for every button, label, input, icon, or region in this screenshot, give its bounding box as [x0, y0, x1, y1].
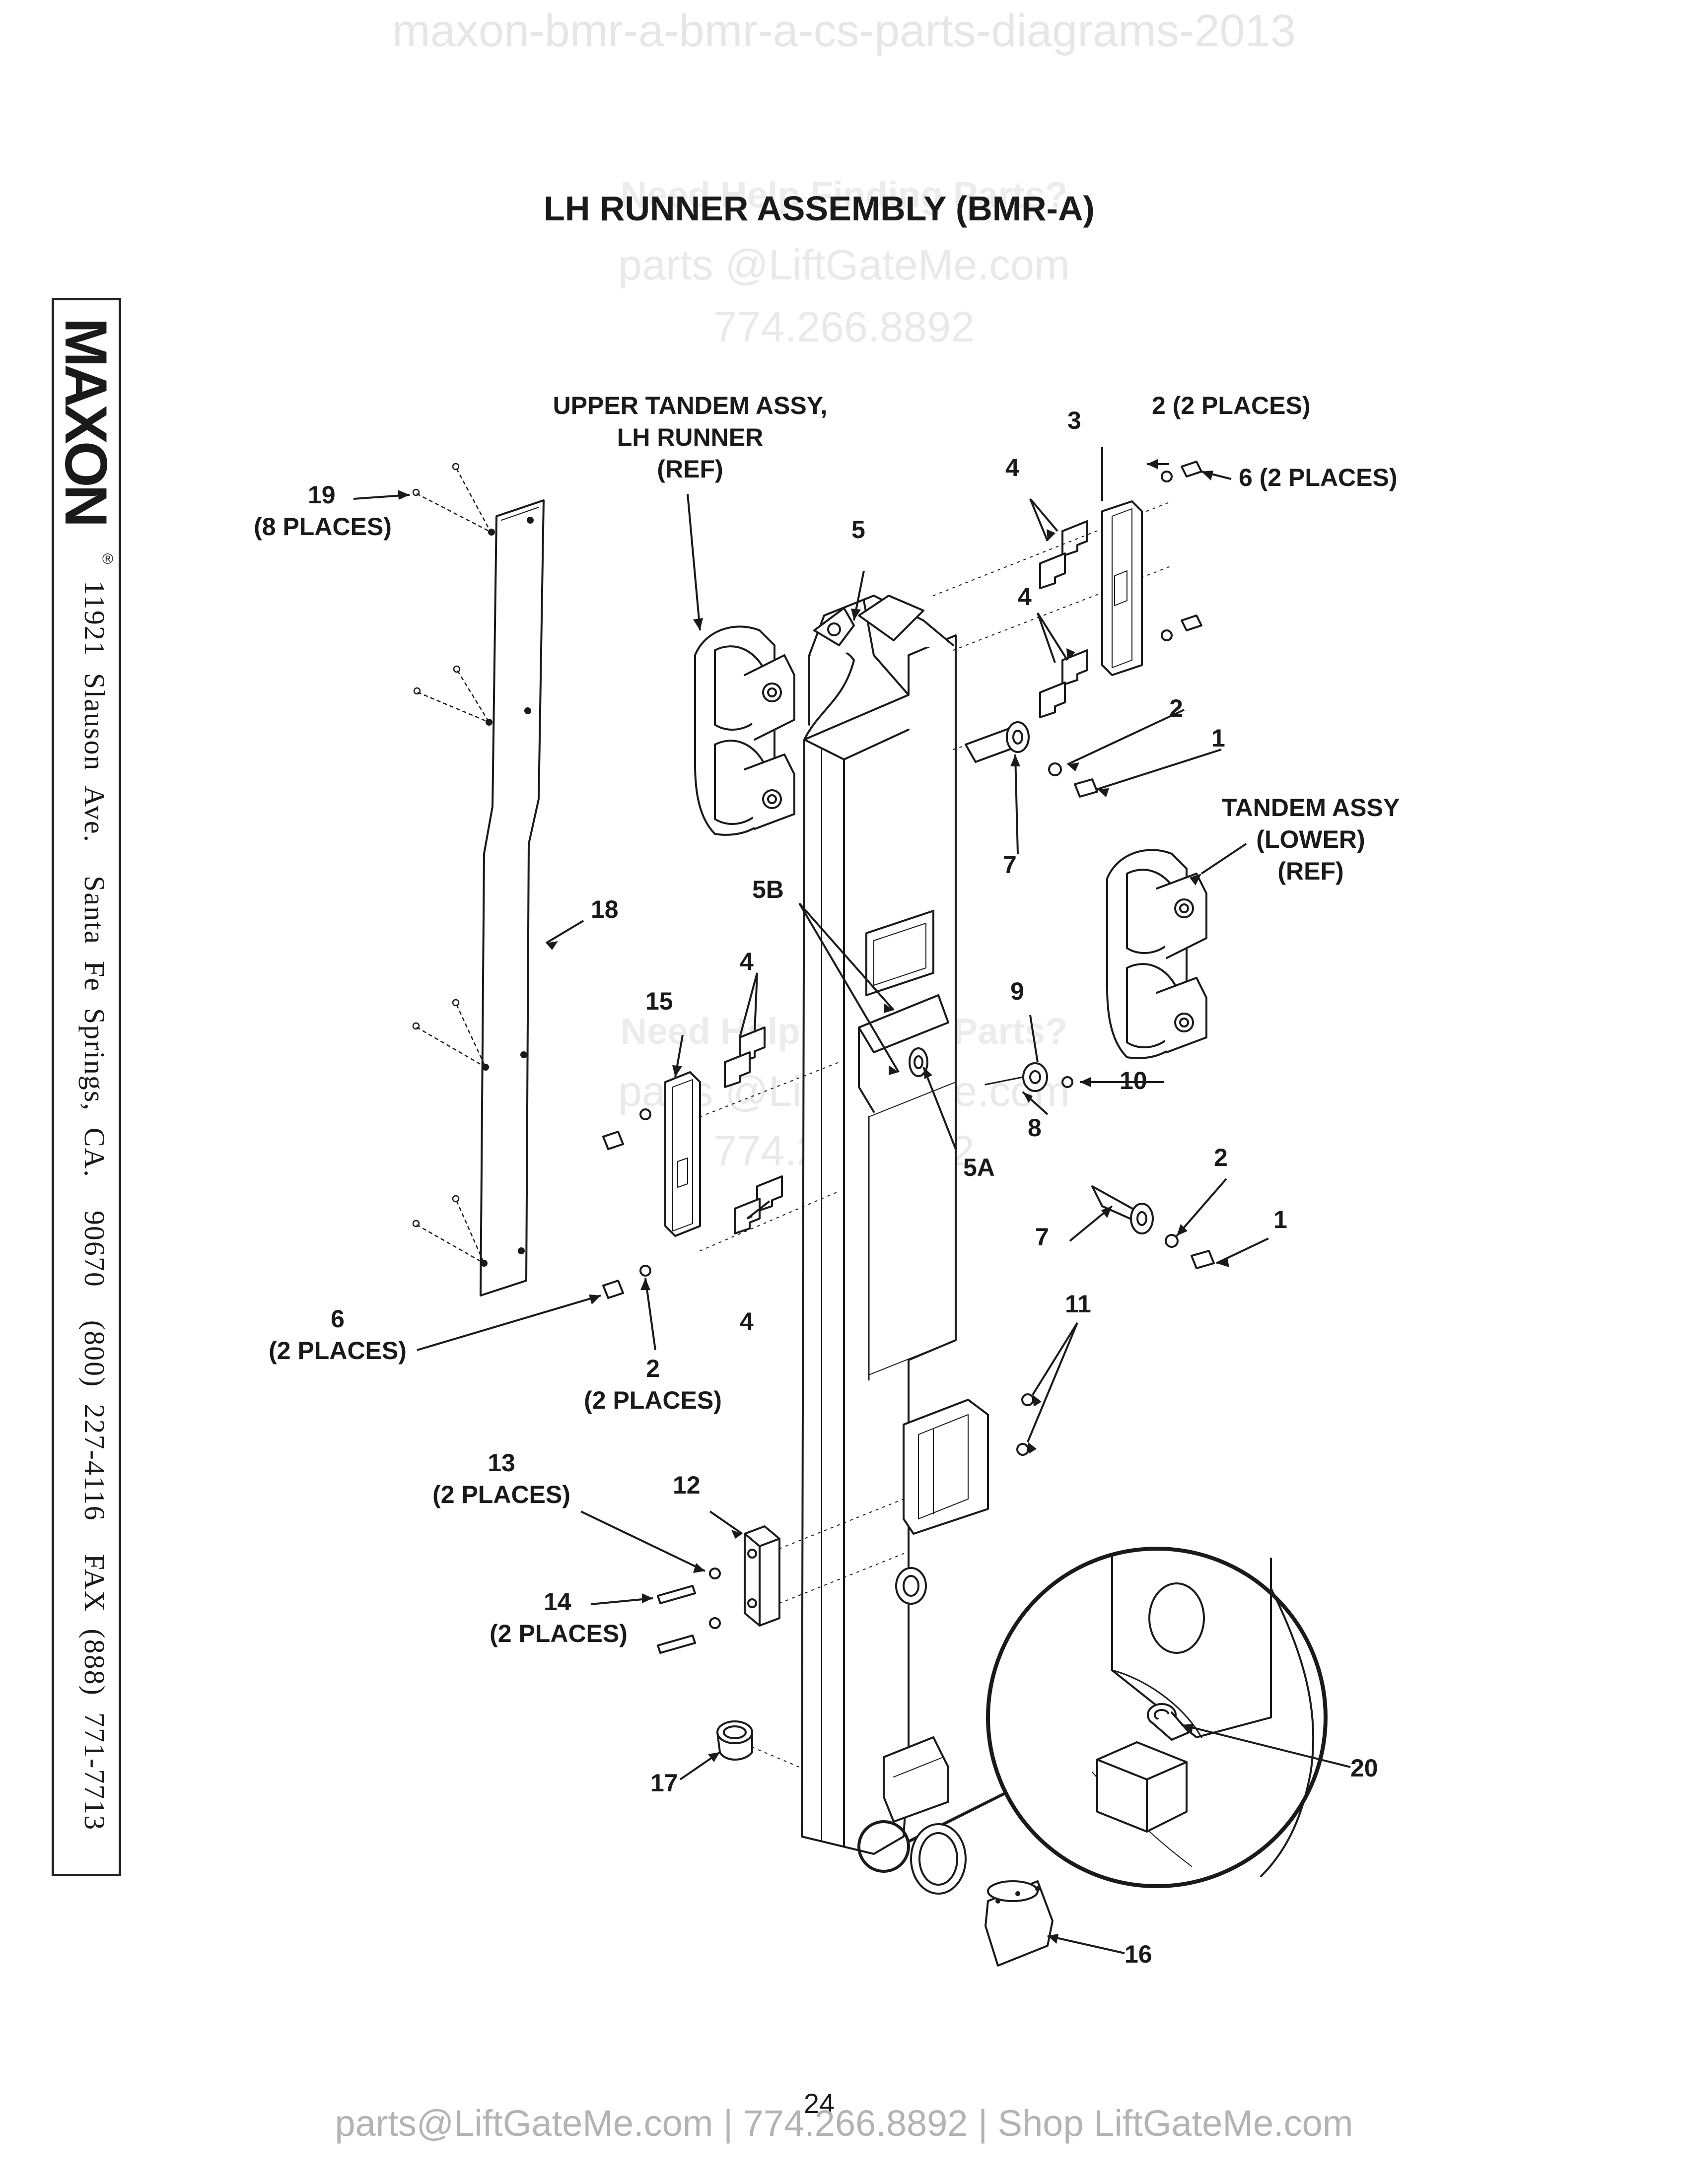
parts-8-9-10 [985, 1062, 1073, 1092]
callout-18: 18 [591, 895, 619, 923]
callout-3: 3 [1067, 407, 1081, 434]
callout-19: 19 (8 PLACES) [254, 481, 392, 541]
callout-1-b: 1 [1273, 1206, 1287, 1233]
callout-5a: 5A [963, 1154, 995, 1181]
runner-column-part-5 [801, 595, 1009, 1873]
callout-4-c: 4 [740, 948, 754, 975]
callout-5: 5 [851, 516, 865, 544]
callout-7-b: 7 [1035, 1223, 1049, 1251]
page-number: 24 [803, 2088, 835, 2119]
registered-mark: ® [102, 551, 114, 567]
callout-arrowheads [398, 459, 1229, 1944]
callout-6-top: 6 (2 PLACES) [1239, 464, 1398, 491]
callout-upper-tandem: UPPER TANDEM ASSY, LH RUNNER (REF) [553, 392, 828, 483]
callout-2-a: 2 [1169, 694, 1183, 722]
callout-tandem-lower: TANDEM ASSY (LOWER) (REF) [1221, 794, 1400, 885]
callout-17: 17 [650, 1769, 678, 1797]
screws-part-19 [412, 463, 492, 1264]
footer-contact: parts@LiftGateMe.com | 774.266.8892 | Sh… [335, 2103, 1353, 2144]
callout-1-a: 1 [1211, 724, 1225, 752]
detail-view-grease-fitting [986, 1547, 1328, 1888]
callout-7-a: 7 [1003, 851, 1017, 879]
callout-16: 16 [1125, 1940, 1152, 1968]
watermark-doc-name: maxon-bmr-a-bmr-a-cs-parts-diagrams-2013 [392, 5, 1296, 56]
sleeve-part-16 [910, 1823, 1054, 1967]
callout-13: 13 (2 PLACES) [432, 1449, 570, 1508]
callout-9: 9 [1010, 977, 1024, 1005]
watermark-help-top: Need Help Finding Parts? [620, 174, 1068, 215]
lower-tandem-assembly [1106, 849, 1207, 1059]
shims-part-4-lower [700, 1026, 840, 1251]
callout-2-top: 2 (2 PLACES) [1152, 392, 1311, 419]
callout-12: 12 [673, 1471, 701, 1499]
gib-plate-part-15 [602, 1071, 701, 1299]
brand-sidebar [52, 298, 121, 1876]
callout-4-a: 4 [1005, 454, 1019, 481]
callout-4-d: 4 [740, 1307, 754, 1335]
watermark-phone-top: 774.266.8892 [713, 303, 975, 351]
page-title: LH RUNNER ASSEMBLY (BMR-A) [544, 189, 1095, 228]
pin-assembly-lower [1091, 1185, 1215, 1269]
pin-assembly-upper [953, 721, 1098, 798]
callout-6-left: 6 (2 PLACES) [269, 1305, 407, 1365]
callout-2-left: 2 (2 PLACES) [584, 1355, 722, 1414]
callout-11: 11 [1065, 1290, 1091, 1318]
callout-2-b: 2 [1214, 1144, 1228, 1171]
callout-10: 10 [1120, 1067, 1147, 1094]
callout-14: 14 (2 PLACES) [490, 1588, 628, 1647]
callout-8: 8 [1028, 1114, 1042, 1142]
callout-15: 15 [645, 987, 673, 1015]
wear-strip-part-18 [480, 499, 545, 1297]
watermark-email-top: parts @LiftGateMe.com [618, 241, 1070, 289]
gib-plate-part-3 [1101, 461, 1202, 676]
upper-tandem-assembly [694, 625, 795, 836]
bushing-part-17 [716, 1720, 800, 1768]
callout-20: 20 [1350, 1754, 1378, 1782]
callout-5b: 5B [752, 876, 784, 903]
callout-leaders [353, 447, 1351, 1954]
spacer-block-part-12 [657, 1393, 1034, 1654]
callout-4-b: 4 [1018, 583, 1032, 611]
